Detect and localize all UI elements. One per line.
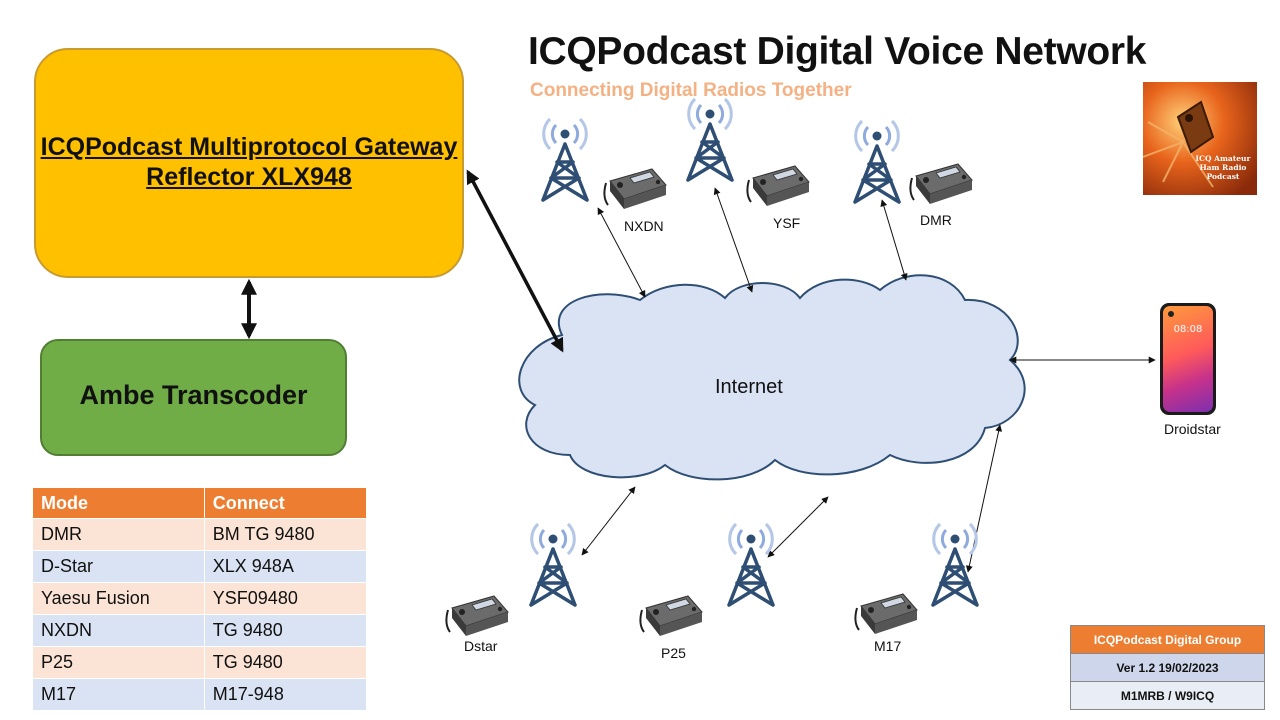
version-info: Ver 1.2 19/02/2023 <box>1070 653 1265 682</box>
node-label-nxdn: NXDN <box>624 218 664 234</box>
gateway-reflector-title: ICQPodcast Multiprotocol Gateway Reflect… <box>40 133 458 191</box>
node-label-droidstar: Droidstar <box>1164 421 1221 437</box>
group-name: ICQPodcast Digital Group <box>1070 625 1265 654</box>
connect-cell: TG 9480 <box>203 614 368 647</box>
icq-podcast-logo: ICQ Amateur Ham Radio Podcast <box>1143 82 1257 195</box>
modes-table: Mode Connect DMR BM TG 9480 D-Star XLX 9… <box>32 487 368 711</box>
radio-nxdn <box>603 168 667 210</box>
tower-m17 <box>931 522 979 607</box>
ambe-transcoder-box <box>40 339 347 456</box>
connect-cell: XLX 948A <box>203 550 368 583</box>
modes-table-header: Mode Connect <box>32 487 368 519</box>
version-box: ICQPodcast Digital Group Ver 1.2 19/02/2… <box>1070 625 1265 710</box>
header-connect: Connect <box>203 487 368 519</box>
radio-dmr <box>909 163 973 205</box>
mode-cell: P25 <box>32 646 205 679</box>
page-subtitle: Connecting Digital Radios Together <box>530 80 852 101</box>
node-label-m17: M17 <box>874 638 902 654</box>
header-mode: Mode <box>32 487 205 519</box>
node-label-dstar: Dstar <box>464 638 498 654</box>
ambe-transcoder-label: Ambe Transcoder <box>79 380 308 410</box>
dmr-link <box>880 199 908 281</box>
radio-p25 <box>639 595 703 637</box>
internet-label: Internet <box>715 376 783 398</box>
droidstar-phone: 08:08 <box>1160 303 1216 415</box>
author-callsigns: M1MRB / W9ICQ <box>1070 681 1265 710</box>
logo-text: ICQ Amateur Ham Radio Podcast <box>1195 154 1251 181</box>
connect-cell: YSF09480 <box>203 582 368 615</box>
mode-cell: DMR <box>32 518 205 551</box>
phone-screen: 08:08 <box>1163 306 1213 412</box>
p25-link <box>767 496 829 558</box>
tower-ysf <box>686 97 734 182</box>
phone-camera-icon <box>1168 311 1174 317</box>
page-title: ICQPodcast Digital Voice Network <box>528 30 1147 73</box>
mode-cell: Yaesu Fusion <box>32 582 205 615</box>
phone-clock: 08:08 <box>1173 324 1203 335</box>
table-row: DMR BM TG 9480 <box>32 518 368 551</box>
node-label-p25: P25 <box>661 645 686 661</box>
table-row: D-Star XLX 948A <box>32 550 368 583</box>
tower-dmr <box>853 119 901 204</box>
connect-cell: BM TG 9480 <box>203 518 368 551</box>
radio-dstar <box>445 595 509 637</box>
connect-cell: M17-948 <box>203 678 368 711</box>
mode-cell: NXDN <box>32 614 205 647</box>
mode-cell: M17 <box>32 678 205 711</box>
tower-dstar <box>529 522 577 607</box>
ysf-link <box>713 187 754 293</box>
tower-p25 <box>727 522 775 607</box>
table-row: M17 M17-948 <box>32 678 368 711</box>
gateway-internet-link <box>466 169 564 353</box>
mode-cell: D-Star <box>32 550 205 583</box>
connect-cell: TG 9480 <box>203 646 368 679</box>
radio-ysf <box>746 165 810 207</box>
node-label-ysf: YSF <box>773 215 801 231</box>
gateway-reflector-box <box>34 48 464 278</box>
table-row: Yaesu Fusion YSF09480 <box>32 582 368 615</box>
node-label-dmr: DMR <box>920 212 952 228</box>
table-row: P25 TG 9480 <box>32 646 368 679</box>
tower-nxdn <box>541 117 589 202</box>
nxdn-link <box>597 207 646 298</box>
radio-m17 <box>854 593 918 635</box>
dstar-link <box>581 486 636 556</box>
table-row: NXDN TG 9480 <box>32 614 368 647</box>
